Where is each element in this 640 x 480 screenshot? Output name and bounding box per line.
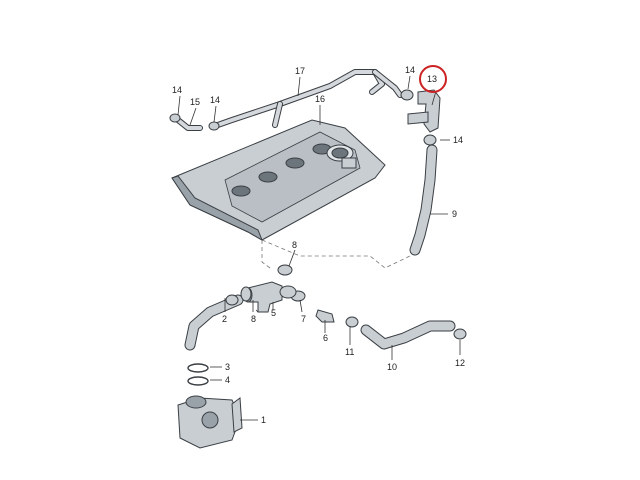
callout-4: 4 [225,375,230,385]
highlight-ring [419,65,447,93]
breather-pipe[interactable] [212,69,403,129]
hose-9[interactable] [409,144,438,256]
callout-13: 13 [427,74,437,84]
callout-14-mid: 14 [210,95,220,105]
clamp-12[interactable] [453,328,467,340]
clamp-top-right[interactable] [400,89,414,101]
callout-5: 5 [271,308,276,318]
hose-2[interactable] [184,294,244,351]
callout-3: 3 [225,362,230,372]
dashed-connector [261,239,413,269]
valve-housing[interactable] [177,395,243,449]
hose-15[interactable] [175,117,203,131]
callout-12: 12 [455,358,465,368]
fitting-6[interactable] [315,309,335,323]
dashed-connector [261,240,271,269]
callout-8-left: 8 [251,314,256,324]
callout-17: 17 [295,66,305,76]
valve-cover[interactable] [171,119,386,242]
clamp-left-a[interactable] [169,113,181,123]
clamp-11[interactable] [345,316,359,328]
callout-11: 11 [345,347,354,357]
callout-8-top: 8 [292,240,297,250]
callout-16: 16 [315,94,325,104]
callout-9: 9 [452,209,457,219]
o-ring[interactable] [187,363,209,373]
clamp-8-top[interactable] [277,264,293,276]
callout-15: 15 [190,97,200,107]
valve-flange[interactable] [279,285,297,299]
clamp-mid-right[interactable] [423,134,437,146]
t-connector[interactable] [407,89,441,133]
callout-14-left: 14 [172,85,182,95]
callout-6: 6 [323,333,328,343]
callout-10: 10 [387,362,397,372]
callout-1: 1 [261,415,266,425]
leader-lines [177,75,461,421]
callout-7: 7 [301,314,306,324]
seal[interactable] [187,376,209,386]
clamp-left-hose[interactable] [225,294,239,306]
hose-10[interactable] [360,320,456,350]
callout-14-right: 14 [453,135,463,145]
callout-2: 2 [222,314,227,324]
callout-14-top: 14 [405,65,415,75]
clamp-left-b[interactable] [208,121,220,131]
clamp-8-left[interactable] [240,286,252,302]
